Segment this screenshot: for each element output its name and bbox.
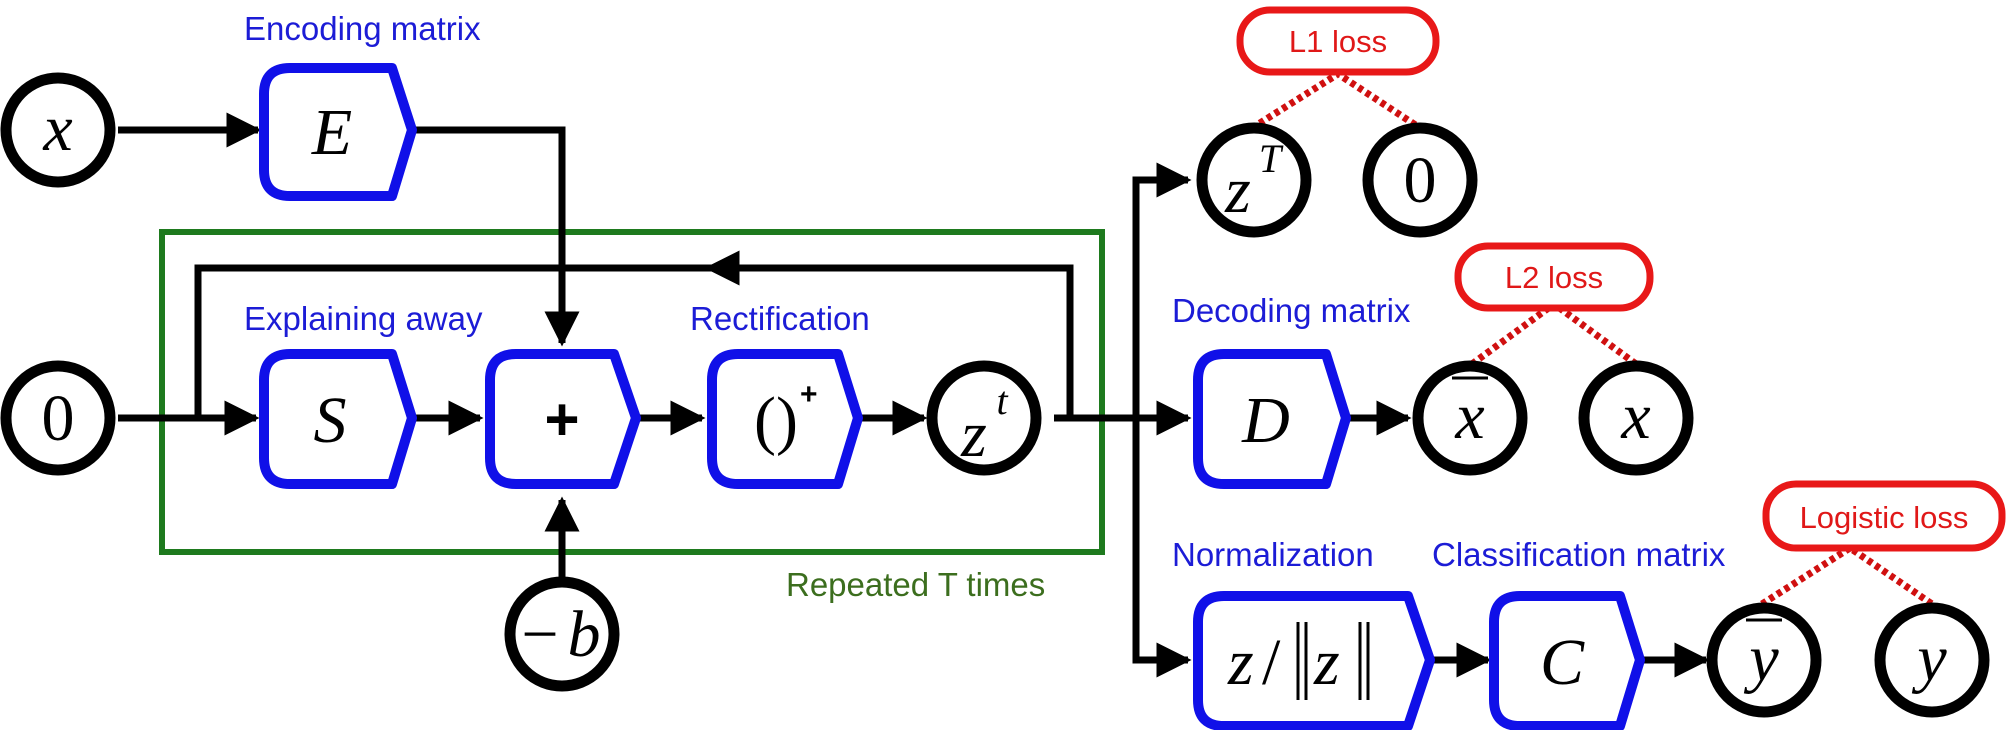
zero-target-node: 0 bbox=[1362, 122, 1478, 238]
norm-z2: z bbox=[1313, 626, 1340, 699]
l1-loss-connector bbox=[1250, 69, 1422, 131]
zt-sup: t bbox=[996, 378, 1008, 423]
l2-loss-connector bbox=[1469, 299, 1639, 367]
x-target-symbol: x bbox=[1620, 380, 1650, 453]
logistic-loss-label: Logistic loss bbox=[1800, 500, 1969, 535]
encoding-matrix-block: E bbox=[259, 63, 417, 201]
l2-loss-label: L2 loss bbox=[1505, 260, 1603, 295]
initial-zero-symbol: 0 bbox=[42, 382, 75, 455]
neg-b-var: b bbox=[568, 598, 601, 671]
E-symbol: E bbox=[311, 96, 352, 169]
classification-matrix-label: Classification matrix bbox=[1432, 536, 1726, 573]
rectification-block: ( ) + bbox=[707, 349, 863, 489]
y-bar-symbol: y bbox=[1743, 622, 1779, 695]
x-bar-symbol: x bbox=[1454, 380, 1484, 453]
input-x-symbol: x bbox=[42, 92, 72, 165]
normalization-label: Normalization bbox=[1172, 536, 1374, 573]
C-symbol: C bbox=[1540, 626, 1585, 699]
initial-zero-node: 0 bbox=[0, 360, 116, 476]
y-target-node: y bbox=[1874, 602, 1990, 718]
zt-node: z t bbox=[926, 360, 1042, 476]
normalization-block: z / z bbox=[1193, 591, 1435, 730]
neg-b-node: − b bbox=[504, 576, 620, 692]
relu-left-paren: ( bbox=[754, 384, 776, 457]
plus-symbol: + bbox=[544, 386, 579, 453]
explaining-away-block: S bbox=[259, 349, 417, 489]
classification-matrix-block: C bbox=[1489, 591, 1645, 730]
l1-loss-box: L1 loss bbox=[1236, 6, 1440, 76]
decoding-matrix-block: D bbox=[1193, 349, 1351, 489]
neg-b-minus: − bbox=[521, 598, 558, 671]
l1-loss-label: L1 loss bbox=[1289, 24, 1387, 59]
rectification-label: Rectification bbox=[690, 300, 870, 337]
edge-branch-to-norm bbox=[1132, 418, 1192, 678]
l2-loss-box: L2 loss bbox=[1454, 242, 1654, 312]
repeat-loop-box bbox=[159, 229, 1105, 555]
zT-base: z bbox=[1224, 154, 1251, 227]
edge-feedback-loop bbox=[194, 264, 1074, 422]
relu-plus-sup: + bbox=[800, 378, 818, 411]
sum-block: + bbox=[485, 349, 641, 489]
input-x-node: x bbox=[0, 72, 116, 188]
logistic-loss-connector bbox=[1760, 543, 1934, 607]
y-target-symbol: y bbox=[1911, 622, 1947, 695]
decoding-matrix-label: Decoding matrix bbox=[1172, 292, 1411, 329]
norm-slash: / bbox=[1262, 626, 1281, 699]
S-symbol: S bbox=[314, 384, 347, 457]
relu-right-paren: ) bbox=[776, 384, 798, 457]
norm-z1: z bbox=[1227, 626, 1254, 699]
zT-sup: T bbox=[1259, 136, 1284, 181]
D-symbol: D bbox=[1241, 384, 1290, 457]
repeated-label: Repeated T times bbox=[786, 566, 1045, 603]
explaining-away-label: Explaining away bbox=[244, 300, 483, 337]
zt-base: z bbox=[960, 398, 987, 471]
x-target-node: x bbox=[1578, 360, 1694, 476]
x-bar-node: x bbox=[1412, 360, 1528, 476]
y-bar-node: y bbox=[1706, 602, 1822, 718]
zT-node: z T bbox=[1196, 122, 1312, 238]
encoding-matrix-label: Encoding matrix bbox=[244, 10, 481, 47]
logistic-loss-box: Logistic loss bbox=[1762, 480, 2006, 552]
zero-target-symbol: 0 bbox=[1404, 144, 1437, 217]
edge-branch-to-zT bbox=[1132, 162, 1192, 418]
edge-E-to-plus bbox=[408, 126, 580, 347]
